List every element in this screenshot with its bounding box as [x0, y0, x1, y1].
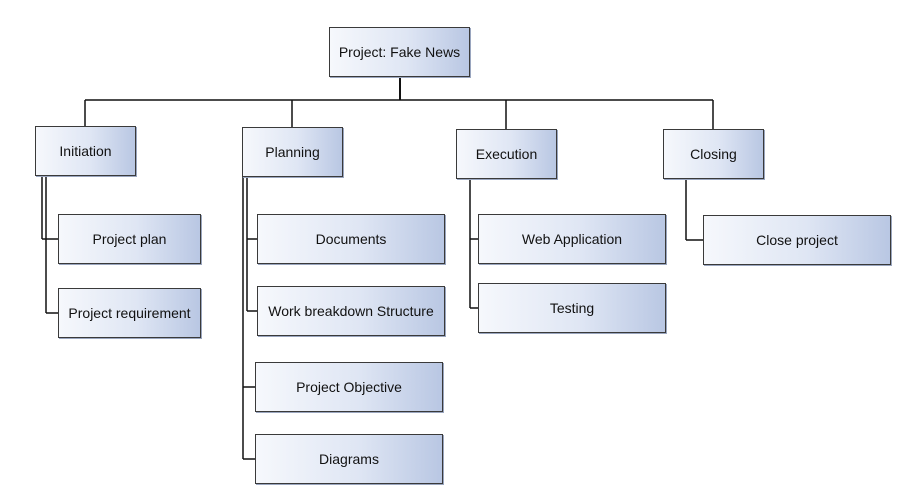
phase-planning: Planning: [242, 127, 343, 177]
task-close-project: Close project: [703, 215, 891, 265]
task-documents: Documents: [257, 214, 445, 264]
task-project-plan: Project plan: [58, 214, 201, 264]
phase-initiation: Initiation: [35, 126, 136, 176]
root-node: Project: Fake News: [329, 27, 470, 77]
task-project-objective: Project Objective: [255, 362, 443, 412]
phase-execution: Execution: [456, 129, 557, 179]
phase-closing: Closing: [663, 129, 764, 179]
task-testing: Testing: [478, 283, 666, 333]
task-project-requirement: Project requirement: [58, 288, 201, 338]
task-work-breakdown-structure: Work breakdown Structure: [257, 286, 445, 336]
task-web-application: Web Application: [478, 214, 666, 264]
task-diagrams: Diagrams: [255, 434, 443, 484]
